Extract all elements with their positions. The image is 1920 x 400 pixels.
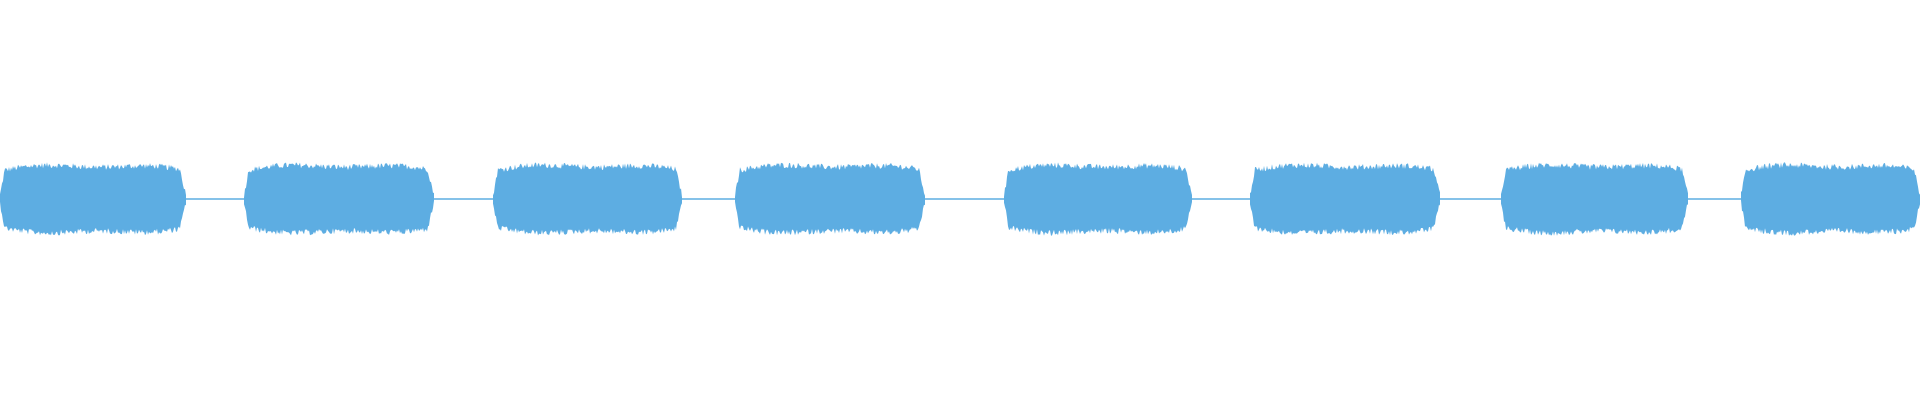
waveform-segment-1: [0, 162, 186, 236]
waveform-segment-4: [735, 162, 925, 236]
waveform-segment-2: [244, 162, 434, 236]
waveform-segment-5: [1004, 162, 1192, 236]
waveform-segment-6: [1250, 162, 1440, 236]
waveform-segment-7: [1501, 162, 1688, 236]
waveform-segment-8: [1741, 162, 1920, 236]
waveform-segments: [0, 162, 1920, 236]
waveform-segment-3: [493, 162, 682, 236]
